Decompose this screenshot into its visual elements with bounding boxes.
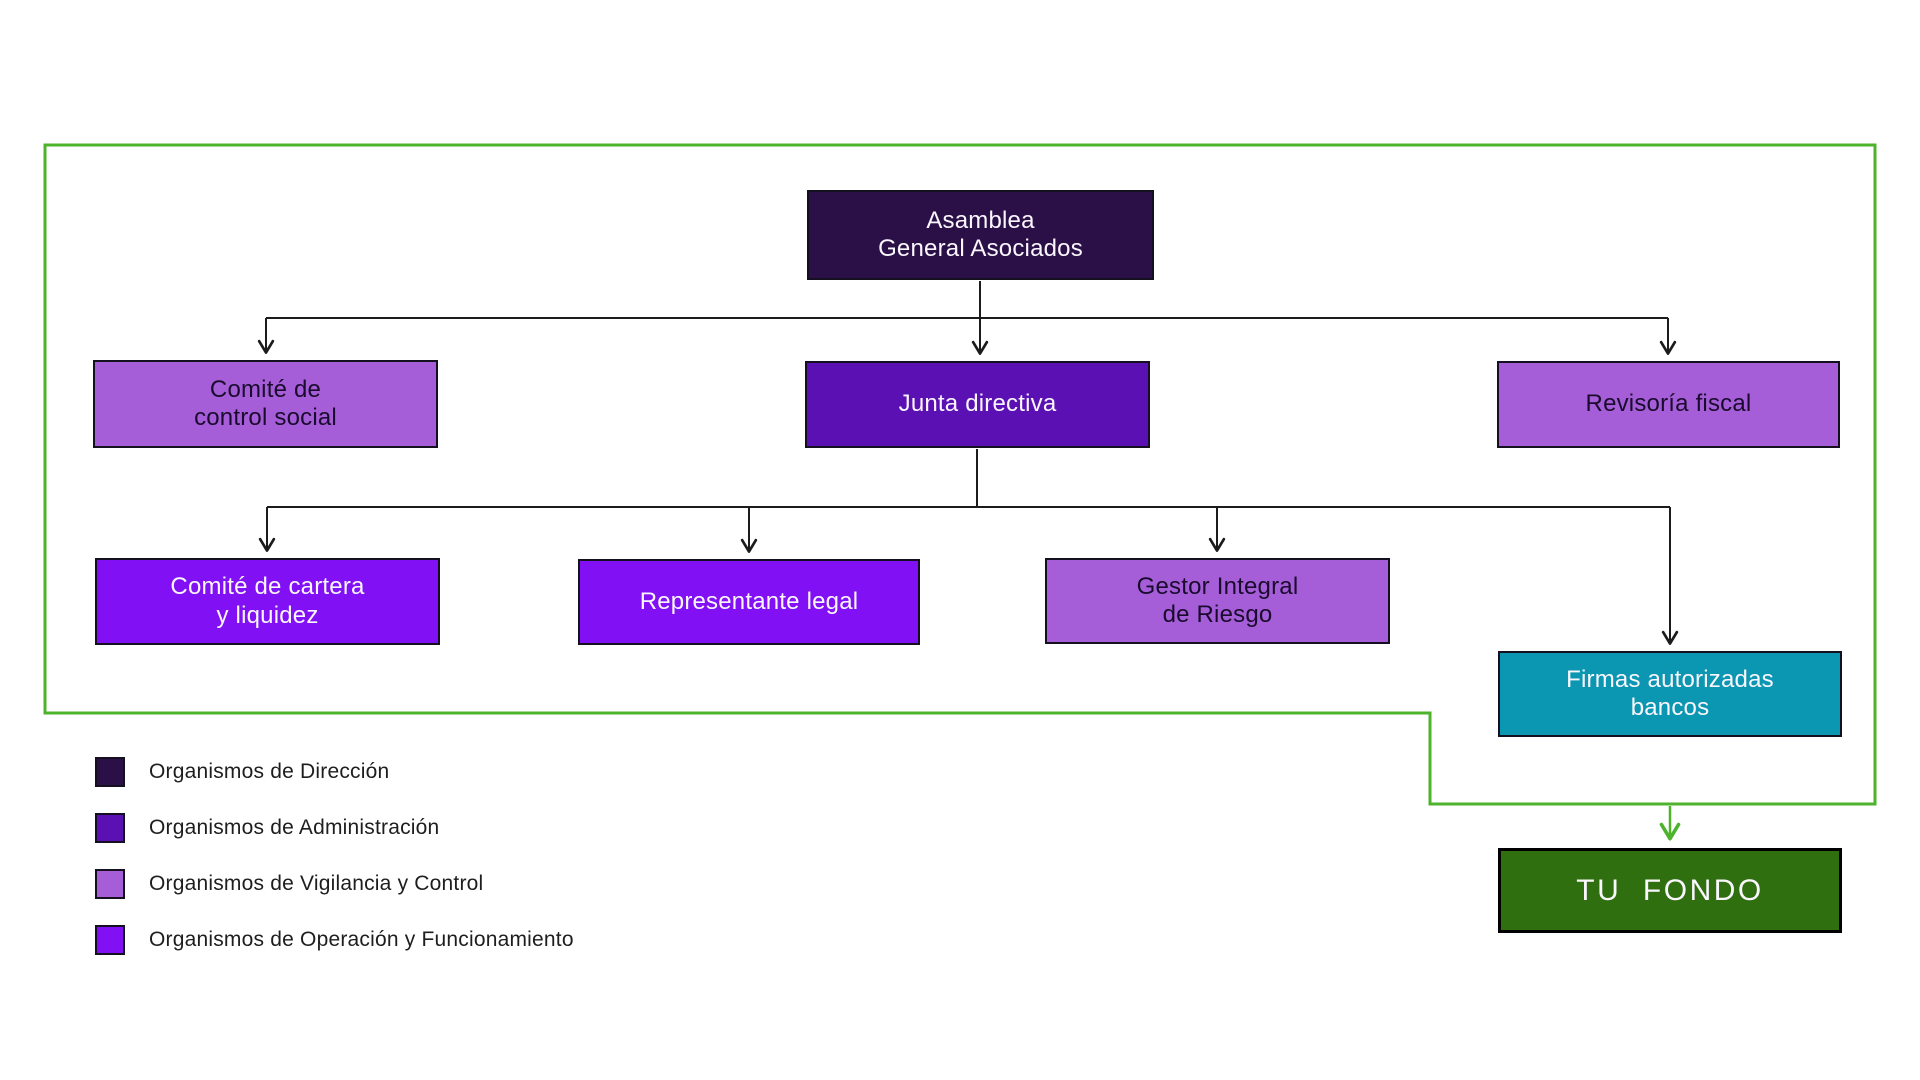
node-revisoria-fiscal: Revisoría fiscal bbox=[1497, 361, 1840, 448]
node-representante-legal-label: Representante legal bbox=[639, 587, 859, 615]
legend-swatch-vigilancia-control bbox=[95, 869, 125, 899]
legend-label-operacion-funcionamiento: Organismos de Operación y Funcionamiento bbox=[149, 928, 574, 951]
legend-item-vigilancia-control: Organismos de Vigilancia y Control bbox=[95, 869, 574, 899]
node-representante-legal: Representante legal bbox=[578, 559, 920, 645]
node-asamblea-general-label: Asamblea General Asociados bbox=[878, 206, 1083, 262]
legend: Organismos de Dirección Organismos de Ad… bbox=[95, 757, 574, 955]
node-gestor-integral-riesgo: Gestor Integral de Riesgo bbox=[1045, 558, 1390, 644]
node-firmas-autorizadas-bancos: Firmas autorizadas bancos bbox=[1498, 651, 1842, 737]
node-junta-directiva-label: Junta directiva bbox=[898, 390, 1057, 418]
node-comite-control-social-label: Comité de control social bbox=[194, 375, 337, 431]
legend-label-administracion: Organismos de Administración bbox=[149, 816, 440, 839]
node-firmas-autorizadas-bancos-label: Firmas autorizadas bancos bbox=[1566, 665, 1774, 721]
legend-swatch-administracion bbox=[95, 813, 125, 843]
node-comite-control-social: Comité de control social bbox=[93, 360, 438, 448]
legend-label-direccion: Organismos de Dirección bbox=[149, 760, 390, 783]
node-comite-cartera-liquidez: Comité de cartera y liquidez bbox=[95, 558, 440, 645]
legend-item-direccion: Organismos de Dirección bbox=[95, 757, 574, 787]
node-revisoria-fiscal-label: Revisoría fiscal bbox=[1585, 390, 1752, 418]
node-asamblea-general: Asamblea General Asociados bbox=[807, 190, 1154, 280]
legend-swatch-direccion bbox=[95, 757, 125, 787]
legend-item-administracion: Organismos de Administración bbox=[95, 813, 574, 843]
node-junta-directiva: Junta directiva bbox=[805, 361, 1150, 448]
legend-label-vigilancia-control: Organismos de Vigilancia y Control bbox=[149, 872, 484, 895]
node-comite-cartera-liquidez-label: Comité de cartera y liquidez bbox=[170, 573, 365, 629]
legend-swatch-operacion-funcionamiento bbox=[95, 925, 125, 955]
node-tu-fondo-label: TU FONDO bbox=[1576, 873, 1764, 907]
node-gestor-integral-riesgo-label: Gestor Integral de Riesgo bbox=[1136, 572, 1299, 628]
node-tu-fondo: TU FONDO bbox=[1498, 848, 1842, 933]
legend-item-operacion-funcionamiento: Organismos de Operación y Funcionamiento bbox=[95, 925, 574, 955]
